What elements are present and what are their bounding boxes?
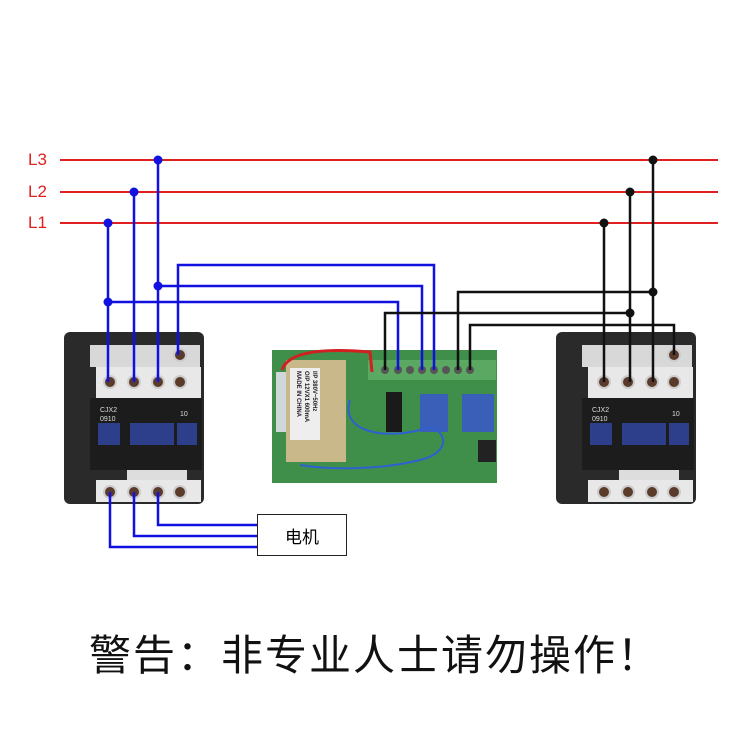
warning-text: 警告：非专业人士请勿操作！ bbox=[88, 631, 661, 680]
contactor-right: CJX2 0910 10 bbox=[556, 332, 696, 504]
motor-box: 电机 bbox=[257, 514, 347, 556]
contactor-code: 0910 bbox=[100, 416, 116, 423]
contactor-model: CJX2 bbox=[100, 407, 117, 414]
contactor-code: 0910 bbox=[592, 416, 608, 423]
remote-control-board: I/P 380V~50Hz O/P 12VX1 600mA MADE IN CH… bbox=[272, 349, 497, 483]
label-l2: L2 bbox=[28, 182, 47, 201]
contactor-left: CJX2 0910 10 bbox=[64, 332, 204, 504]
transformer-label-text: I/P 380V~50Hz O/P 12VX1 600mA MADE IN CH… bbox=[295, 371, 317, 423]
transformer-origin: MADE IN CHINA bbox=[295, 371, 301, 418]
contactor-model: CJX2 bbox=[592, 407, 609, 414]
black-wires bbox=[383, 160, 676, 382]
transformer-input-rating: I/P 380V~50Hz bbox=[311, 371, 317, 411]
contactor-aux: 10 bbox=[180, 411, 188, 418]
motor-label: 电机 bbox=[285, 527, 319, 548]
label-l1: L1 bbox=[28, 213, 47, 232]
blue-junctions bbox=[103, 155, 163, 307]
blue-wires bbox=[106, 160, 436, 549]
label-l3: L3 bbox=[28, 150, 47, 169]
black-junctions bbox=[599, 155, 658, 318]
transformer-label bbox=[290, 368, 320, 440]
contactor-aux: 10 bbox=[672, 411, 680, 418]
transformer-output-rating: O/P 12VX1 600mA bbox=[303, 371, 309, 423]
